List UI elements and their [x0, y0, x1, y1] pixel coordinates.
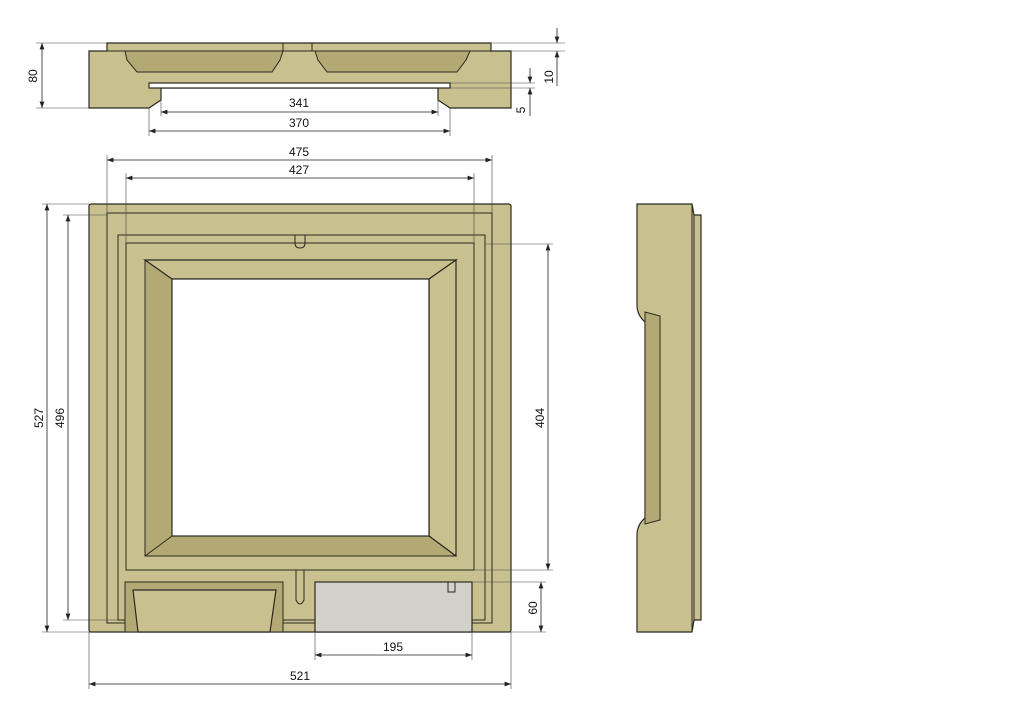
- dim-427: 427: [289, 163, 309, 177]
- dim-80: 80: [26, 69, 40, 83]
- dim-404: 404: [533, 408, 547, 428]
- dim-496: 496: [53, 408, 67, 428]
- dim-370: 370: [289, 116, 309, 130]
- dim-527: 527: [32, 408, 46, 428]
- dim-521: 521: [290, 669, 310, 683]
- dim-10: 10: [542, 70, 556, 84]
- top-view: [88, 42, 512, 109]
- dim-475: 475: [289, 145, 309, 159]
- dim-341: 341: [289, 96, 309, 110]
- dim-60: 60: [526, 601, 540, 615]
- front-view-dimensions: 475 427 527 496 404 60 195 521: [32, 145, 553, 689]
- top-view-dimensions: 80 10 5 341 370: [26, 28, 565, 136]
- dim-5: 5: [514, 106, 528, 113]
- front-view: [88, 203, 512, 633]
- dim-195: 195: [383, 640, 403, 654]
- side-view: [636, 203, 702, 633]
